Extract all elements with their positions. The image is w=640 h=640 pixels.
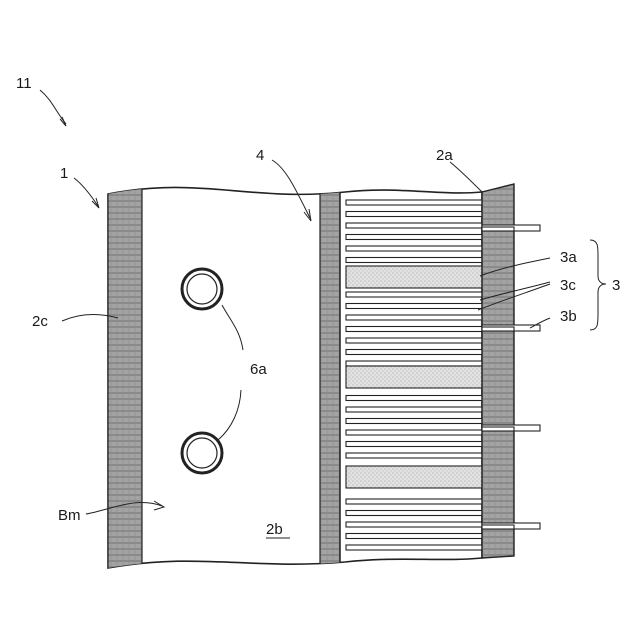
left-seal-band <box>108 170 142 580</box>
thin-slat <box>346 396 482 401</box>
part-bm-label: Bm <box>58 507 81 524</box>
thin-slat <box>346 522 482 527</box>
thin-slat <box>346 258 482 263</box>
part-3a-label: 3a <box>560 249 577 266</box>
part-6a-label: 6a <box>250 361 267 378</box>
tab-connector <box>482 227 514 231</box>
part-3b-label: 3b <box>560 308 577 325</box>
tab-connector <box>482 327 514 331</box>
hole-upper <box>182 269 222 309</box>
part-2b-label: 2b <box>266 521 283 538</box>
middle-seal-band <box>320 170 340 580</box>
part-2a-label: 2a <box>436 147 453 164</box>
foil-block <box>346 366 482 388</box>
thin-slat <box>346 361 482 366</box>
thin-slat <box>346 430 482 435</box>
right-seal-band <box>482 184 514 558</box>
foil-block <box>346 466 482 488</box>
part-4-label: 4 <box>256 147 264 164</box>
thin-slat <box>346 212 482 217</box>
thin-slat <box>346 235 482 240</box>
thin-slat <box>346 223 482 228</box>
thin-slat <box>346 442 482 447</box>
hole-lower <box>182 433 222 473</box>
thin-slat <box>346 534 482 539</box>
part-2c-label: 2c <box>32 313 48 330</box>
tab-connector <box>482 427 514 431</box>
thin-slat <box>346 338 482 343</box>
thin-slat <box>346 304 482 309</box>
right-curly-brace-icon <box>590 240 606 330</box>
thin-slat <box>346 292 482 297</box>
thin-slat <box>346 315 482 320</box>
tab-connector <box>482 525 514 529</box>
thin-slat <box>346 511 482 516</box>
part-1-label: 1 <box>60 165 68 182</box>
thin-slat <box>346 407 482 412</box>
thin-slat <box>346 499 482 504</box>
thin-slat <box>346 200 482 205</box>
thin-slat <box>346 419 482 424</box>
thin-slat <box>346 545 482 550</box>
thin-slat <box>346 327 482 332</box>
part-3c-label: 3c <box>560 277 576 294</box>
thin-slat <box>346 350 482 355</box>
part-3-label: 3 <box>612 277 620 294</box>
figure-reference-label: 11 <box>16 75 32 92</box>
thin-slat <box>346 453 482 458</box>
thin-slat <box>346 246 482 251</box>
foil-block <box>346 266 482 288</box>
